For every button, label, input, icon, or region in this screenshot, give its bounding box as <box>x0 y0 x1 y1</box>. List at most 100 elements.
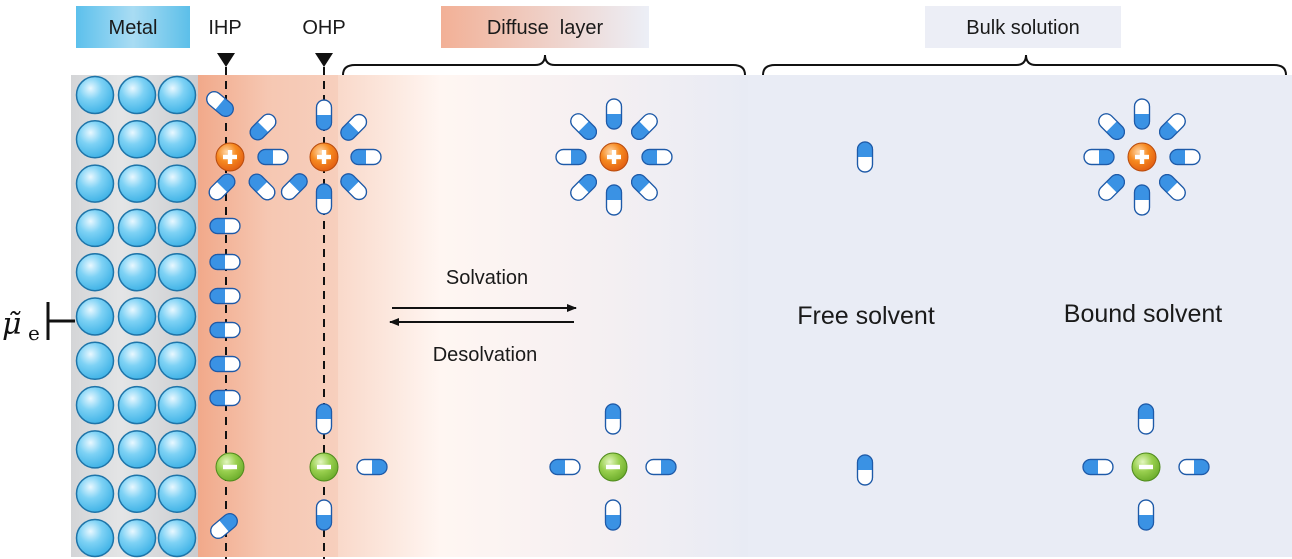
cation-icon <box>215 142 245 172</box>
bulk-region <box>748 75 1292 557</box>
metal-atom <box>117 120 157 159</box>
solvent-molecule <box>604 499 622 531</box>
metal-atom <box>75 252 115 292</box>
metal-atom <box>157 385 197 425</box>
solvent-molecule <box>549 458 581 476</box>
solvent-molecule <box>605 98 623 130</box>
ions <box>215 142 1161 482</box>
metal-atom <box>157 518 197 558</box>
solvent-molecule <box>210 513 238 539</box>
solvent-molecule <box>1169 148 1201 166</box>
metal-atom <box>75 75 115 115</box>
solvent-molecule <box>209 287 241 305</box>
metal-label: Metal <box>109 17 158 39</box>
diffuse-brace <box>342 54 746 76</box>
metal-atom <box>117 474 157 513</box>
metal-atom <box>75 297 115 336</box>
metal-atom <box>117 164 157 203</box>
solvent-molecule <box>856 141 874 173</box>
solvent-molecule <box>1098 113 1125 140</box>
metal-atom <box>75 120 115 159</box>
diffuse-header-box <box>441 6 649 48</box>
metal-atom <box>75 474 115 513</box>
solvent-molecule <box>257 148 289 166</box>
ohp-label: OHP <box>302 17 345 39</box>
solvent-molecule <box>570 174 597 201</box>
metal-atom <box>157 120 197 159</box>
metal-atoms <box>75 75 197 558</box>
electrode-potential-subscript: e <box>28 321 40 345</box>
solvent-molecule <box>1137 403 1155 435</box>
electrode-potential-symbol: μ̃ <box>2 307 22 342</box>
bulk-brace <box>762 54 1287 76</box>
anion-icon <box>1131 452 1161 482</box>
metal-atom <box>75 341 115 381</box>
metal-atom <box>117 430 157 469</box>
cation-icon <box>599 142 629 172</box>
solvent-molecule <box>340 113 368 141</box>
metal-atom <box>75 430 115 469</box>
metal-atom <box>117 341 157 381</box>
solvent-molecule <box>209 217 241 235</box>
metal-atom <box>75 164 115 203</box>
metal-atom <box>117 518 157 558</box>
cation-icon <box>1127 142 1157 172</box>
solvent-molecule <box>249 113 277 141</box>
solvent-molecule <box>315 403 333 435</box>
metal-atom <box>157 474 197 513</box>
solvent-molecules <box>206 91 1210 539</box>
solvent-molecule <box>315 499 333 531</box>
solvent-molecule <box>1159 174 1186 201</box>
solvent-molecule <box>340 173 368 201</box>
metal-atom <box>157 208 197 248</box>
solvent-molecule <box>631 174 658 201</box>
metal-atom <box>157 164 197 203</box>
solvent-molecule <box>315 183 333 215</box>
solvent-molecule <box>209 253 241 271</box>
metal-atom <box>75 518 115 558</box>
solvent-molecule <box>209 321 241 339</box>
metal-header-box <box>76 6 190 48</box>
metal-atom <box>117 385 157 425</box>
solvent-molecule <box>1133 184 1151 216</box>
bulk-header-box <box>925 6 1121 48</box>
solvent-molecule <box>1178 458 1210 476</box>
bound-solvent-label: Bound solvent <box>1064 300 1223 328</box>
solvent-molecule <box>605 184 623 216</box>
solvent-molecule <box>856 454 874 486</box>
diffuse-region <box>338 75 748 557</box>
solvent-molecule <box>645 458 677 476</box>
desolvation-label: Desolvation <box>433 344 538 366</box>
metal-atom <box>117 75 157 115</box>
solvent-molecule <box>1098 174 1125 201</box>
solvent-molecule <box>280 173 308 201</box>
solvent-molecule <box>604 403 622 435</box>
metal-atom <box>157 252 197 292</box>
metal-atom <box>117 208 157 248</box>
solvent-molecule <box>1159 113 1186 140</box>
solvent-molecule <box>1133 98 1151 130</box>
metal-atom <box>157 297 197 336</box>
solvent-molecule <box>248 173 276 201</box>
solvent-molecule <box>555 148 587 166</box>
solvent-molecule <box>641 148 673 166</box>
diffuse-layer-label: Diffuse layer <box>487 17 604 39</box>
solvent-molecule <box>315 99 333 131</box>
solvent-molecule <box>1082 458 1114 476</box>
metal-atom <box>157 430 197 469</box>
solvent-molecule <box>209 389 241 407</box>
metal-atom <box>157 75 197 115</box>
solvation-label: Solvation <box>446 267 528 289</box>
solvent-molecule <box>209 355 241 373</box>
metal-atom <box>117 297 157 336</box>
anion-icon <box>309 452 339 482</box>
free-solvent-label: Free solvent <box>797 302 935 330</box>
solvent-molecule <box>356 458 388 476</box>
solvent-molecule <box>570 113 597 140</box>
metal-atom <box>117 252 157 292</box>
metal-atom <box>157 341 197 381</box>
solvent-molecule <box>1137 499 1155 531</box>
bulk-solution-label: Bulk solution <box>966 17 1079 39</box>
ohp-marker-icon <box>315 53 333 67</box>
